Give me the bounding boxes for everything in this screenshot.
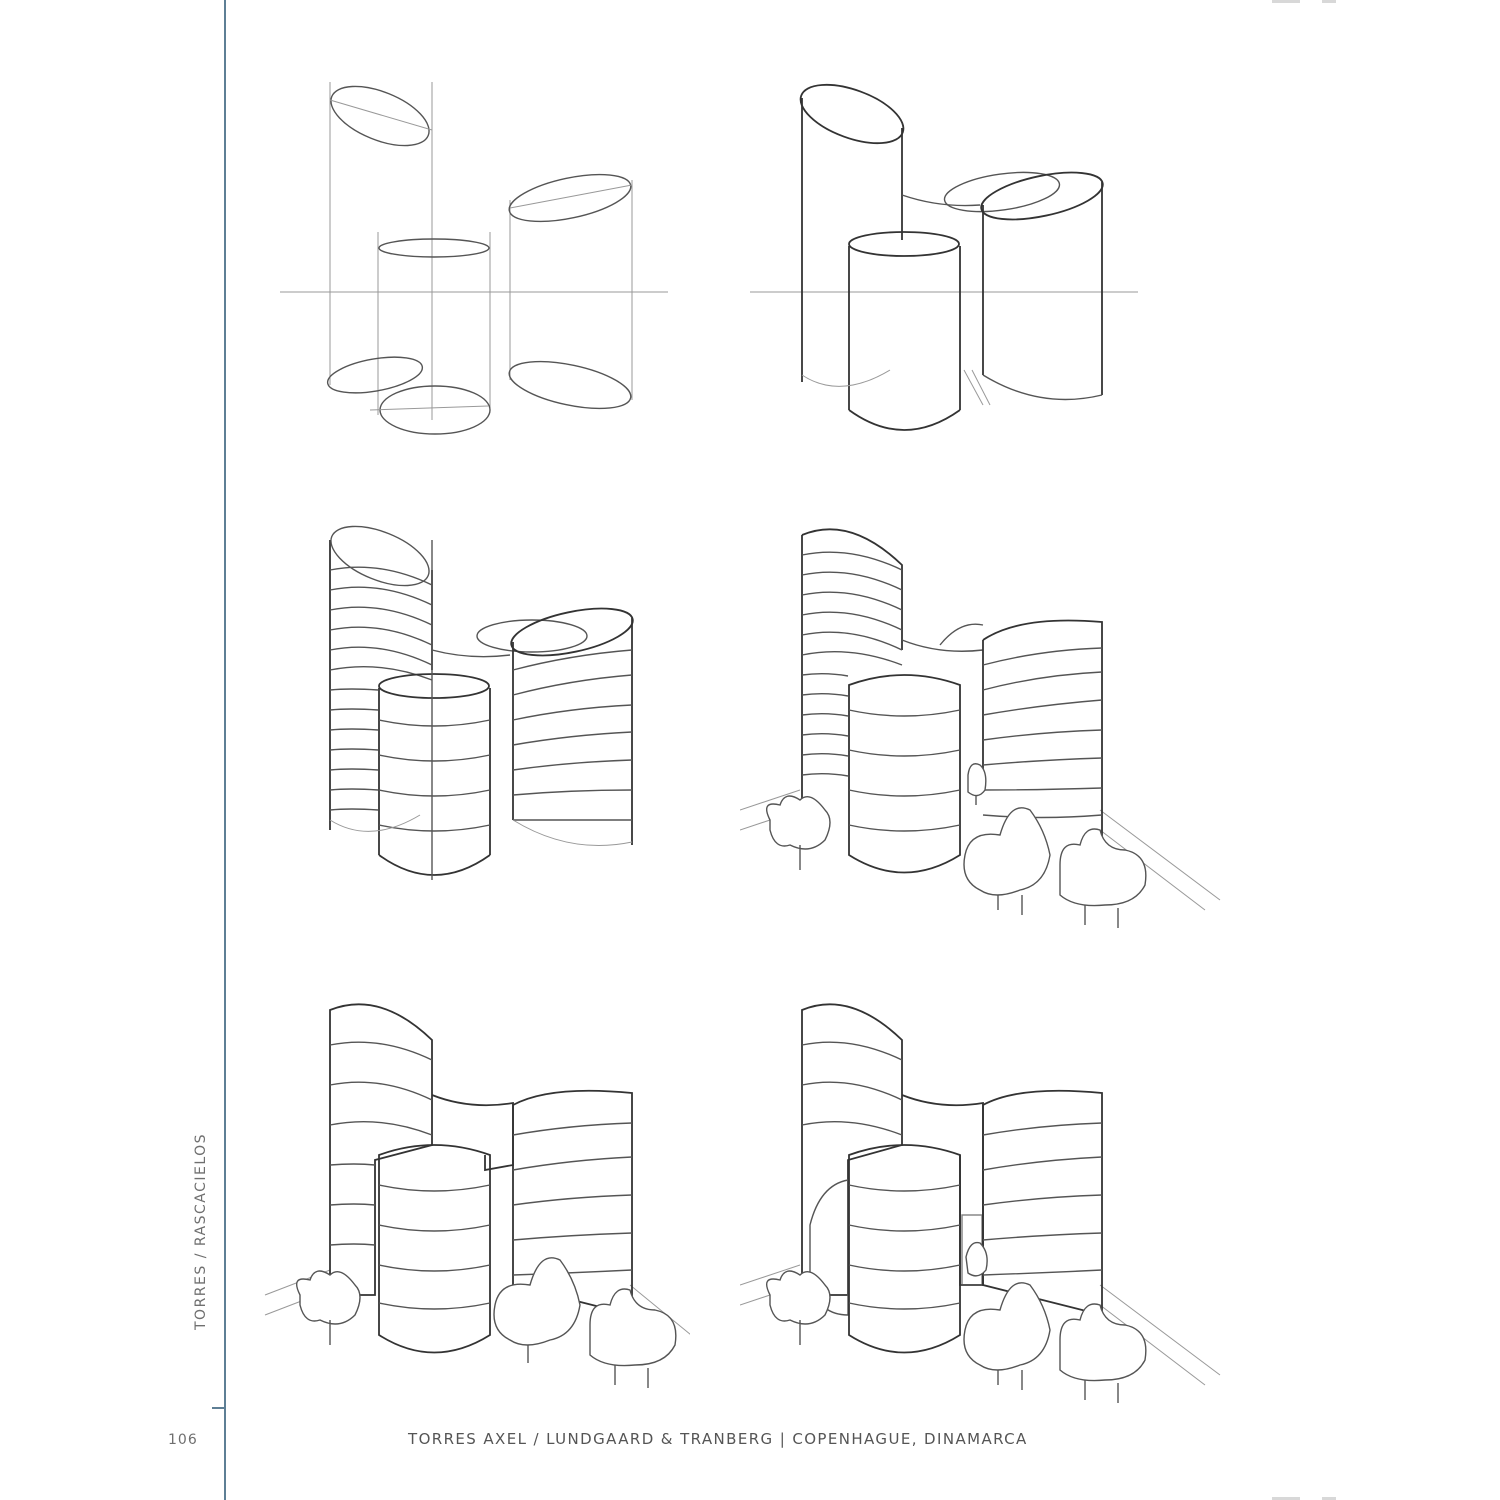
corner-mark bbox=[1322, 1497, 1336, 1500]
page-number: 106 bbox=[168, 1432, 198, 1448]
corner-mark bbox=[1272, 0, 1300, 3]
figure-step-4 bbox=[740, 528, 1221, 928]
figure-step-1 bbox=[280, 82, 668, 435]
figure-step-3 bbox=[329, 525, 634, 880]
corner-mark bbox=[1322, 0, 1336, 3]
figure-step-6 bbox=[740, 1003, 1221, 1403]
figure-step-5 bbox=[264, 1003, 690, 1388]
section-label: TORRES / RASCACIELOS bbox=[193, 1132, 209, 1330]
margin-rule bbox=[224, 0, 226, 1500]
corner-mark bbox=[1272, 1497, 1300, 1500]
figure-caption: TORRES AXEL / LUNDGAARD & TRANBERG | COP… bbox=[408, 1430, 1028, 1448]
margin-tick bbox=[212, 1407, 226, 1409]
figure-step-2 bbox=[750, 83, 1138, 431]
